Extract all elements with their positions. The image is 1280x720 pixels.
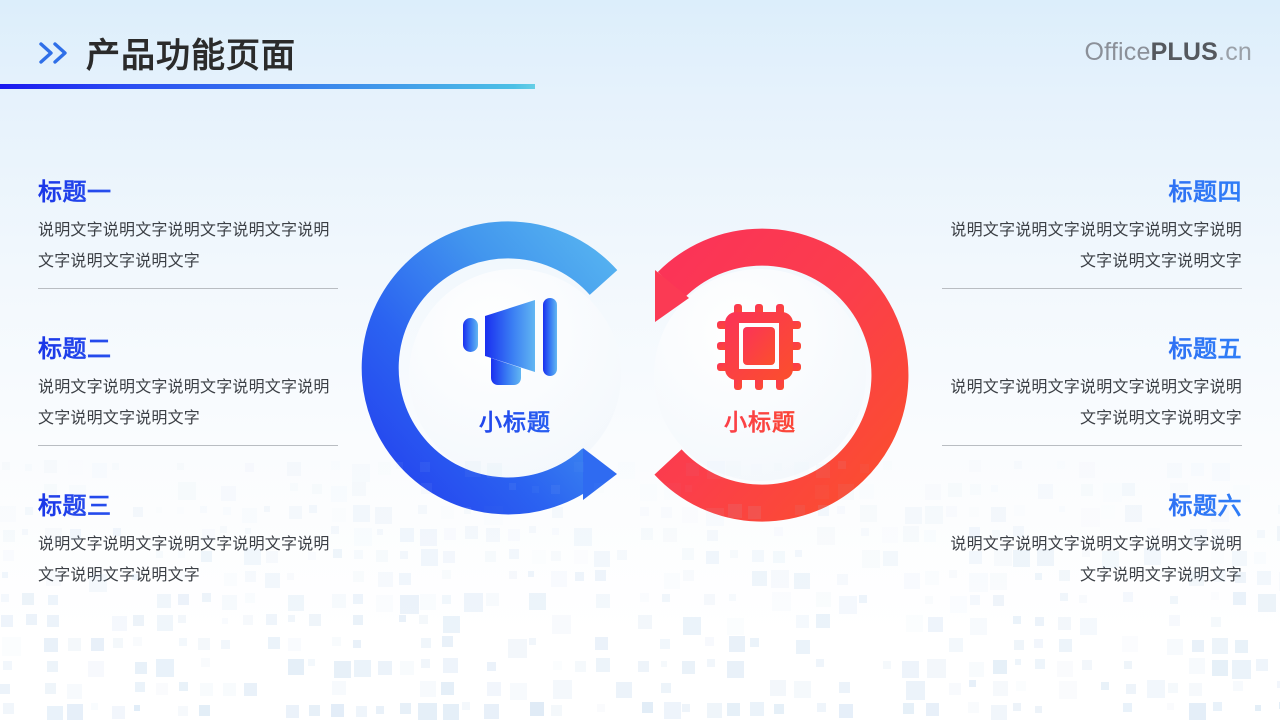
feature-body: 说明文字说明文字说明文字说明文字说明文字说明文字说明文字 xyxy=(38,219,330,270)
brand-logo: OfficePLUS.cn xyxy=(1085,38,1252,67)
logo-plus: PLUS xyxy=(1150,38,1219,66)
feature-divider xyxy=(942,287,1242,289)
right-ring-label: 小标题 xyxy=(685,403,835,437)
left-ring-label: 小标题 xyxy=(440,403,590,437)
feature-block-4: 标题四 说明文字说明文字说明文字说明文字说明文字说明文字说明文字 xyxy=(942,178,1242,289)
feature-body: 说明文字说明文字说明文字说明文字说明文字说明文字说明文字 xyxy=(950,219,1242,270)
feature-title: 标题三 xyxy=(38,492,338,521)
logo-office: Office xyxy=(1084,38,1151,66)
logo-cn: .cn xyxy=(1218,38,1252,66)
feature-block-2: 标题二 说明文字说明文字说明文字说明文字说明文字说明文字说明文字 xyxy=(38,335,338,446)
feature-title: 标题五 xyxy=(942,335,1242,364)
megaphone-icon xyxy=(463,298,557,385)
feature-block-5: 标题五 说明文字说明文字说明文字说明文字说明文字说明文字说明文字 xyxy=(942,335,1242,446)
feature-block-1: 标题一 说明文字说明文字说明文字说明文字说明文字说明文字说明文字 xyxy=(38,178,338,289)
title-group: 产品功能页面 xyxy=(38,28,296,77)
feature-title: 标题二 xyxy=(38,335,338,364)
feature-divider xyxy=(942,444,1242,446)
infinity-rings-graphic xyxy=(355,210,925,540)
feature-body: 说明文字说明文字说明文字说明文字说明文字说明文字说明文字 xyxy=(38,533,330,584)
feature-title: 标题四 xyxy=(942,178,1242,207)
cpu-chip-icon xyxy=(717,304,801,390)
feature-divider xyxy=(38,287,338,289)
slide-header: 产品功能页面 OfficePLUS.cn xyxy=(0,0,1280,92)
feature-body: 说明文字说明文字说明文字说明文字说明文字说明文字说明文字 xyxy=(38,376,330,427)
page-title: 产品功能页面 xyxy=(86,36,296,76)
header-underline xyxy=(0,84,535,89)
feature-block-6: 标题六 说明文字说明文字说明文字说明文字说明文字说明文字说明文字 xyxy=(942,492,1242,590)
feature-title: 标题一 xyxy=(38,178,338,207)
feature-body: 说明文字说明文字说明文字说明文字说明文字说明文字说明文字 xyxy=(950,376,1242,427)
feature-divider xyxy=(38,444,338,446)
feature-block-3: 标题三 说明文字说明文字说明文字说明文字说明文字说明文字说明文字 xyxy=(38,492,338,590)
feature-body: 说明文字说明文字说明文字说明文字说明文字说明文字说明文字 xyxy=(950,533,1242,584)
feature-title: 标题六 xyxy=(942,492,1242,521)
double-chevron-right-icon xyxy=(38,40,72,66)
